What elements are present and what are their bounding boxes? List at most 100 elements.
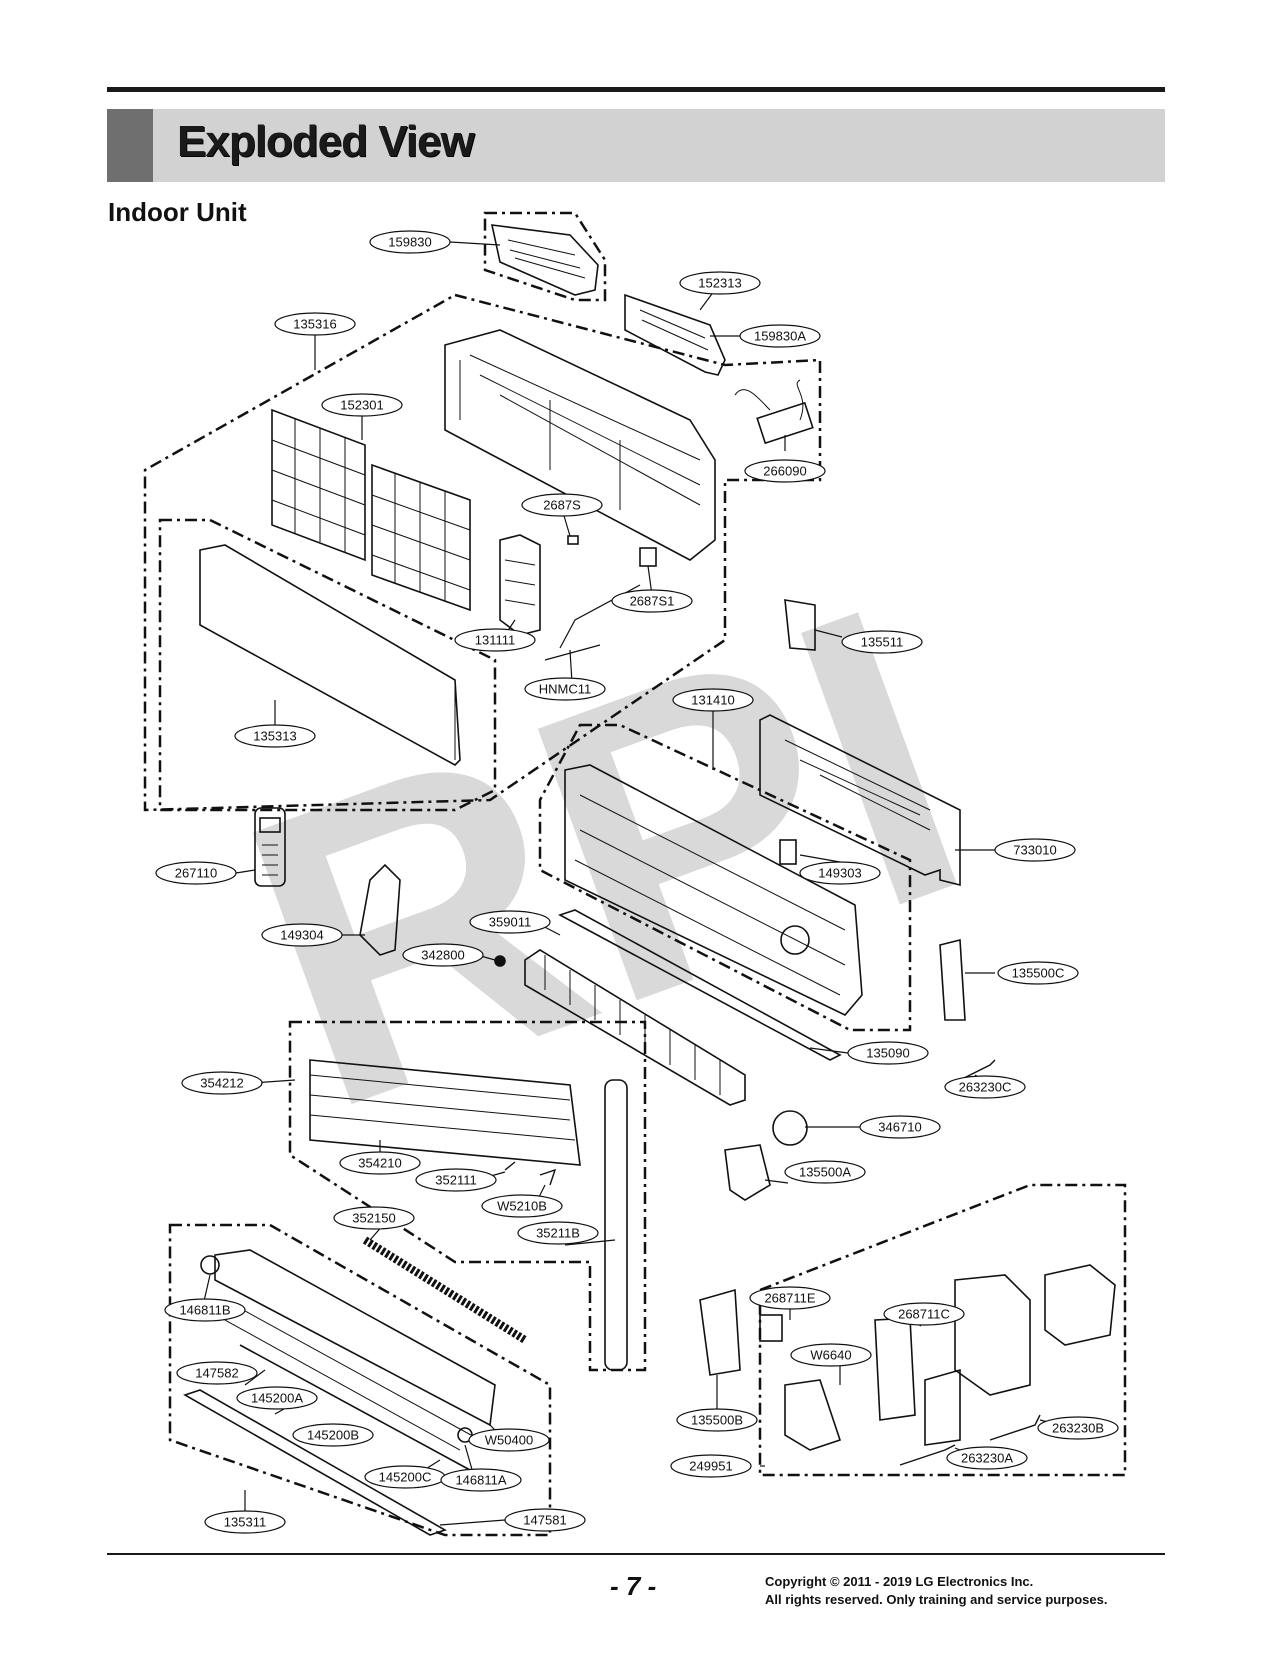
svg-text:145200C: 145200C <box>379 1470 432 1485</box>
vane-part <box>183 1389 447 1536</box>
callout: HNMC11 <box>524 677 606 701</box>
callout: 342800 <box>402 943 484 967</box>
callout: 152313 <box>679 271 761 295</box>
top-rule <box>107 87 1165 92</box>
callout: 135500B <box>676 1408 758 1432</box>
cross-flow-fan-part <box>524 949 746 1106</box>
callout: 159830 <box>369 230 451 254</box>
title-band: Exploded View <box>107 109 1165 182</box>
svg-text:135500A: 135500A <box>799 1165 851 1180</box>
copyright-line-1: Copyright © 2011 - 2019 LG Electronics I… <box>765 1574 1034 1589</box>
callout: 152301 <box>321 393 403 417</box>
svg-text:135316: 135316 <box>293 317 336 332</box>
svg-text:159830: 159830 <box>388 235 431 250</box>
svg-text:2687S: 2687S <box>543 498 581 513</box>
front-panel-part <box>444 329 716 561</box>
motor-cover-part <box>724 1144 771 1201</box>
copyright: Copyright © 2011 - 2019 LG Electronics I… <box>765 1573 1107 1609</box>
thermistor-b-part <box>989 1414 1041 1441</box>
svg-text:147581: 147581 <box>523 1513 566 1528</box>
installation-plate-part <box>759 714 961 887</box>
svg-text:135500B: 135500B <box>691 1413 743 1428</box>
svg-text:152301: 152301 <box>340 398 383 413</box>
callout: 263230B <box>1037 1416 1119 1440</box>
svg-text:131410: 131410 <box>691 693 734 708</box>
svg-text:145200B: 145200B <box>307 1428 359 1443</box>
callout: 268711E <box>749 1286 831 1310</box>
callout: 268711C <box>883 1302 965 1326</box>
callout: 131111 <box>454 628 536 652</box>
svg-text:145200A: 145200A <box>251 1391 303 1406</box>
callout: 135313 <box>234 724 316 748</box>
callout: 147582 <box>176 1361 258 1385</box>
svg-text:135311: 135311 <box>224 1515 266 1530</box>
side-cover-c-part <box>939 938 966 1021</box>
chassis-part <box>564 764 863 1016</box>
callout: 267110 <box>155 861 237 885</box>
svg-text:135511: 135511 <box>861 635 903 650</box>
svg-text:352111: 352111 <box>435 1173 476 1188</box>
callout: 149303 <box>799 861 881 885</box>
title-accent-block <box>107 109 153 182</box>
stepping-motor-b-part <box>200 1255 220 1275</box>
svg-text:159830A: 159830A <box>754 329 806 344</box>
callout: 147581 <box>504 1508 586 1532</box>
callout: 135500C <box>997 961 1079 985</box>
svg-text:346710: 346710 <box>878 1120 921 1135</box>
side-cover-b-part <box>699 1288 741 1376</box>
callout: 35211B <box>517 1221 599 1245</box>
callout: 145200C <box>364 1465 446 1489</box>
svg-text:267110: 267110 <box>175 866 217 881</box>
callout: 146811B <box>164 1298 246 1322</box>
pcb-holder-part <box>639 547 657 567</box>
svg-text:146811A: 146811A <box>455 1473 506 1488</box>
svg-text:149303: 149303 <box>818 866 861 881</box>
callout: 354212 <box>181 1071 263 1095</box>
stepping-motor-a-part <box>457 1427 473 1443</box>
bracket-part <box>784 599 816 651</box>
page-number: - 7 - <box>610 1571 657 1601</box>
svg-text:W6640: W6640 <box>810 1348 851 1363</box>
callout: 159830A <box>739 324 821 348</box>
adapter-part <box>734 379 814 445</box>
callout: 249951 <box>670 1454 752 1478</box>
callout: W50400 <box>468 1428 550 1452</box>
callout: 352111 <box>415 1168 497 1192</box>
svg-text:HNMC11: HNMC11 <box>539 682 592 697</box>
thermistor-a-part <box>899 1444 956 1466</box>
svg-text:354212: 354212 <box>200 1076 243 1091</box>
svg-text:263230C: 263230C <box>959 1080 1012 1095</box>
callout: 135090 <box>847 1041 929 1065</box>
bottom-rule <box>107 1553 1165 1555</box>
callout: 2687S1 <box>611 589 693 613</box>
callout: 266090 <box>744 459 826 483</box>
callout: 359011 <box>469 910 551 934</box>
group-outlines <box>143 211 1127 1537</box>
lower-louver-part <box>624 293 726 376</box>
svg-text:135090: 135090 <box>866 1046 909 1061</box>
callout: 2687S <box>521 493 603 517</box>
svg-text:W50400: W50400 <box>485 1433 533 1448</box>
drain-hose-part <box>362 1236 528 1344</box>
motor-part <box>772 1110 808 1146</box>
drain-pipe-part <box>604 1079 628 1371</box>
display-part <box>499 534 541 636</box>
callout: 346710 <box>859 1115 941 1139</box>
discharge-grille-part <box>214 1249 496 1471</box>
outline-chassis <box>538 723 912 1032</box>
svg-text:733010: 733010 <box>1013 843 1056 858</box>
control-box-part <box>759 1264 1116 1451</box>
section-title: Indoor Unit <box>108 197 247 227</box>
callout: 263230A <box>946 1446 1028 1470</box>
svg-text:131111: 131111 <box>475 633 516 648</box>
svg-text:135500C: 135500C <box>1012 966 1065 981</box>
bearing-part <box>494 955 506 967</box>
outline-evaporator <box>288 1020 647 1372</box>
svg-text:35211B: 35211B <box>536 1226 580 1241</box>
outline-grille <box>158 518 497 812</box>
svg-text:266090: 266090 <box>763 464 806 479</box>
svg-text:263230A: 263230A <box>961 1451 1013 1466</box>
holder-149303-part <box>779 839 797 865</box>
outline-louver-1 <box>483 211 607 302</box>
callout: 135316 <box>274 312 356 336</box>
